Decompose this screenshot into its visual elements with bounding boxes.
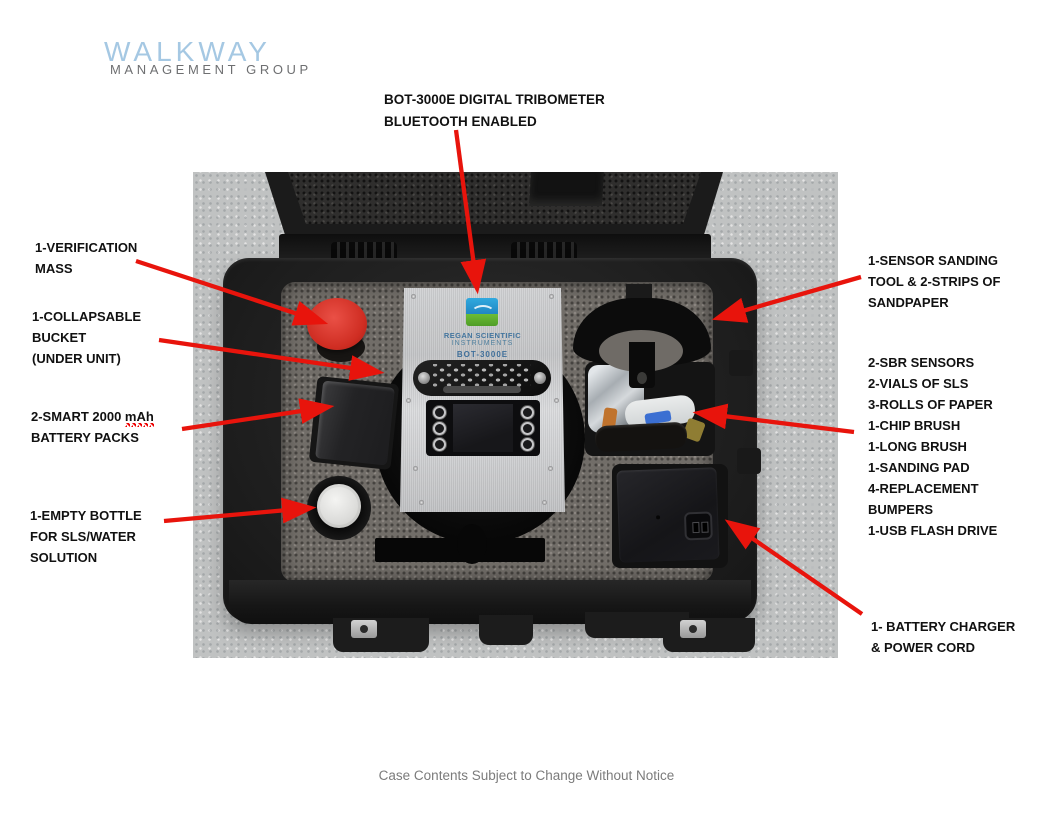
logo-arc-icon [471, 305, 495, 321]
screw [548, 466, 553, 471]
label-line: SOLUTION [30, 550, 98, 565]
label-line: 1-CHIP BRUSH [868, 418, 961, 433]
padlock-hole [689, 625, 697, 633]
device-brand-line2: INSTRUMENTS [451, 340, 514, 347]
inlet-pin-hole [692, 521, 700, 534]
screw [419, 500, 424, 505]
label-line: BUCKET [32, 330, 87, 345]
device-button [521, 438, 534, 451]
handle-slot [443, 386, 521, 393]
screw [554, 398, 559, 403]
device-handle [413, 360, 551, 396]
logo-waves-icon [466, 298, 498, 314]
case-hinge [511, 242, 577, 262]
handle-screw [418, 372, 430, 384]
device-button [521, 406, 534, 419]
label-line: & POWER CORD [871, 640, 975, 655]
screw [406, 398, 411, 403]
regan-scientific-logo [466, 298, 498, 326]
device-button [433, 422, 446, 435]
padlock-plate [680, 620, 706, 638]
foam-finger-hole [457, 524, 487, 564]
callout-battery-charger: 1- BATTERY CHARGER & POWER CORD [871, 616, 1015, 658]
label-line: 1- BATTERY CHARGER [871, 619, 1016, 634]
inlet-pin-hole [701, 521, 709, 533]
callout-verification-mass: 1-VERIFICATION MASS [35, 237, 137, 279]
logo-hill-icon [466, 314, 498, 326]
label-line: 1-SENSOR SANDING [868, 253, 999, 268]
callout-empty-bottle: 1-EMPTY BOTTLE FOR SLS/WATER SOLUTION [30, 505, 142, 568]
callout-sensor-sanding-tool: 1-SENSOR SANDING TOOL & 2-STRIPS OF SAND… [868, 250, 1000, 313]
case-foot [663, 618, 755, 652]
label-line: FOR SLS/WATER [30, 529, 136, 544]
case-hinge [331, 242, 397, 262]
sensor-sanding-tool-photo [573, 284, 713, 390]
handle-grip-dots [433, 364, 531, 388]
callout-battery-packs: 2-SMART 2000 mAh BATTERY PACKS [31, 406, 155, 448]
screw [542, 500, 547, 505]
sls-bottle-photo [317, 484, 361, 528]
label-line: MASS [35, 261, 73, 276]
case-photo: REGAN SCIENTIFIC INSTRUMENTS BOT-3000E [193, 172, 838, 658]
bot-3000e-device-photo: REGAN SCIENTIFIC INSTRUMENTS BOT-3000E [400, 288, 565, 512]
charger-compartment-photo [612, 464, 728, 568]
device-screen [453, 404, 513, 452]
label-line: BATTERY PACKS [31, 430, 139, 445]
power-inlet [683, 511, 713, 541]
battery-pack-photo [315, 380, 395, 466]
sanding-tool-hole [637, 372, 647, 384]
verification-mass-photo [307, 298, 367, 350]
device-model-label: BOT-3000E [456, 350, 509, 359]
battery-charger-photo [616, 467, 720, 563]
label-line: 1-SANDING PAD [868, 460, 970, 475]
label-line: 3-ROLLS OF PAPER [868, 397, 993, 412]
label-line: 4-REPLACEMENT [868, 481, 979, 496]
case-lid-foam [288, 172, 701, 224]
footer-disclaimer: Case Contents Subject to Change Without … [378, 768, 675, 783]
device-control-panel [426, 400, 540, 456]
label-line: 2-SBR SENSORS [868, 355, 975, 370]
device-brand-line1: REGAN SCIENTIFIC [443, 331, 522, 340]
case-side-tab [737, 448, 761, 474]
lid-foam-cutout [529, 172, 604, 206]
walkway-logo: WALKWAY [104, 36, 271, 67]
screw [549, 294, 554, 299]
cable-coil [594, 421, 688, 453]
callout-tribometer: BOT-3000E DIGITAL TRIBOMETER BLUETOOTH E… [384, 89, 605, 133]
handle-screw [534, 372, 546, 384]
label-line: 1-LONG BRUSH [868, 439, 967, 454]
spellcheck-squiggle [124, 423, 155, 427]
label-line: 2-VIALS OF SLS [868, 376, 969, 391]
padlock-hole [360, 625, 368, 633]
label-line: 1-VERIFICATION [35, 240, 138, 255]
label-line: (UNDER UNIT) [32, 351, 121, 366]
device-button [521, 422, 534, 435]
case-latch [479, 615, 533, 645]
label-line: SANDPAPER [868, 295, 949, 310]
callout-collapsable-bucket: 1-COLLAPSABLE BUCKET (UNDER UNIT) [32, 306, 141, 369]
callout-accessories-list: 2-SBR SENSORS 2-VIALS OF SLS 3-ROLLS OF … [868, 352, 997, 541]
device-button [433, 438, 446, 451]
screw [413, 466, 418, 471]
callout-tribometer-line2: BLUETOOTH ENABLED [384, 114, 537, 129]
device-button [433, 406, 446, 419]
walkway-logo-tagline: MANAGEMENT GROUP [110, 62, 312, 77]
screw [411, 294, 416, 299]
label-line: 1-COLLAPSABLE [32, 309, 142, 324]
padlock-plate [351, 620, 377, 638]
label-line: TOOL & 2-STRIPS OF [868, 274, 1001, 289]
case-side-tab [729, 350, 753, 376]
callout-tribometer-line1: BOT-3000E DIGITAL TRIBOMETER [384, 92, 605, 107]
label-line: 1-USB FLASH DRIVE [868, 523, 998, 538]
case-foot [333, 618, 429, 652]
label-line: 1-EMPTY BOTTLE [30, 508, 142, 523]
label-line: BUMPERS [868, 502, 934, 517]
screw [656, 515, 661, 520]
label-line: 2-SMART 2000 mAh [31, 409, 154, 424]
